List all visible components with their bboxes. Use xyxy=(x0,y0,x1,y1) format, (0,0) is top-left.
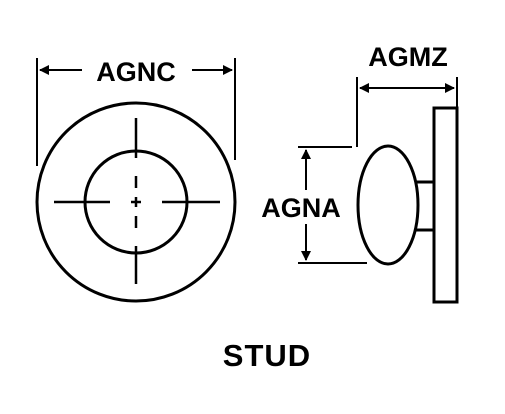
agna-label: AGNA xyxy=(261,193,341,223)
diagram-title: STUD xyxy=(223,338,311,373)
agmz-label: AGMZ xyxy=(368,42,447,72)
side-view xyxy=(298,77,459,304)
stud-base-plate xyxy=(432,106,459,304)
center-mark xyxy=(54,118,220,284)
stud-head xyxy=(356,144,420,266)
front-view xyxy=(35,58,237,303)
outer-circle xyxy=(35,101,237,303)
agnc-label: AGNC xyxy=(96,57,176,87)
